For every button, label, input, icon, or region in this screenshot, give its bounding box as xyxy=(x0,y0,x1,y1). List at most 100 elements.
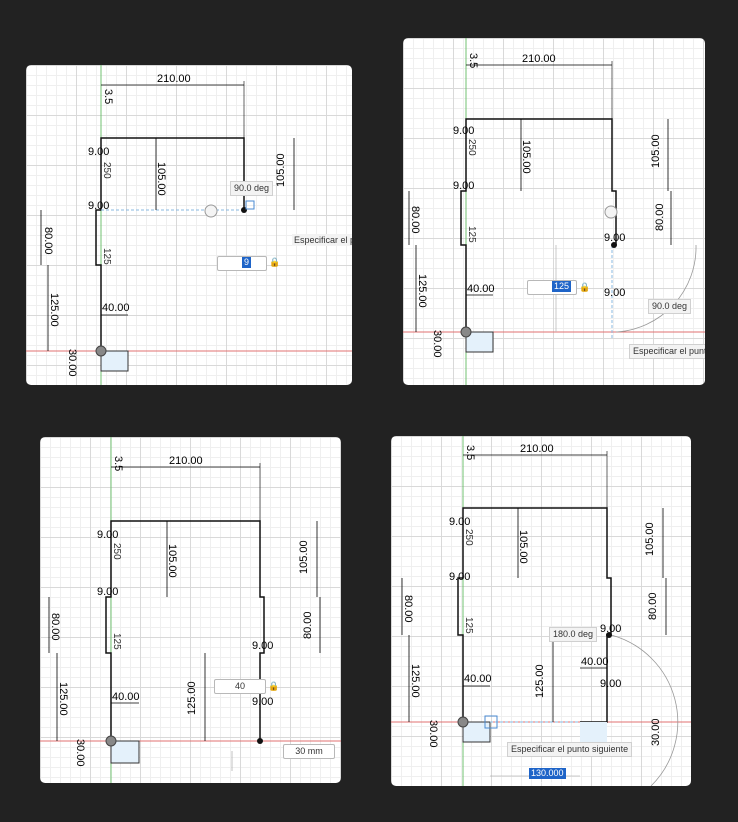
dim-105-left: 105.00 xyxy=(155,162,167,196)
dim-3-5: 3.5 xyxy=(112,456,124,471)
lock-icon[interactable]: 🔒 xyxy=(579,282,591,292)
dim-105-right: 105.00 xyxy=(650,134,662,168)
dim-40-left: 40.00 xyxy=(464,673,492,685)
dim-9-top: 9.00 xyxy=(88,146,109,158)
dim-80: 80.00 xyxy=(42,227,54,255)
dim-9-top: 9.00 xyxy=(97,529,118,541)
dim-40: 40.00 xyxy=(467,283,495,295)
dim-3-5: 3.5 xyxy=(102,89,114,104)
dim-125: 125.00 xyxy=(48,293,60,327)
dim-30: 30.00 xyxy=(74,739,86,767)
length-input-value[interactable]: 130.000 mm xyxy=(529,768,566,786)
profile-outline xyxy=(460,118,617,332)
dim-80-right: 80.00 xyxy=(302,611,314,639)
dimension-input[interactable]: 9 xyxy=(217,256,267,271)
dim-9-right-b: 9.00 xyxy=(252,696,273,708)
length-input[interactable]: 30 mm xyxy=(283,744,335,759)
profile-outline xyxy=(95,137,245,351)
dim-105-right: 105.00 xyxy=(298,540,310,574)
status-hint: Especificar el punto s xyxy=(629,344,705,359)
dim-3-5: 3.5 xyxy=(464,445,476,460)
constraint-icon xyxy=(604,205,618,219)
dim-40-right: 40.00 xyxy=(581,656,609,668)
profile-outline xyxy=(105,520,265,741)
dimension-input-value[interactable]: 125 xyxy=(552,281,572,292)
dim-210: 210.00 xyxy=(522,53,556,65)
sketch-viewport-4[interactable]: 210.00 3.5 105.00 105.00 9.00 9.00 250 1… xyxy=(391,436,691,786)
base-rect-profile xyxy=(100,350,129,372)
dimension-input[interactable]: 125 xyxy=(527,280,577,295)
dim-125-small: 125 xyxy=(101,248,112,265)
lock-icon[interactable]: 🔒 xyxy=(269,257,281,267)
dim-105-left: 105.00 xyxy=(520,140,532,174)
dim-3-5: 3.5 xyxy=(467,53,479,68)
dim-40: 40.00 xyxy=(112,691,140,703)
origin-point xyxy=(460,326,472,338)
dim-125-small: 125 xyxy=(463,617,474,634)
length-input[interactable]: 130.000 mm xyxy=(507,768,566,786)
dim-105-right: 105.00 xyxy=(275,153,287,187)
dim-105-left: 105.00 xyxy=(517,530,529,564)
dim-9-right-b: 9.00 xyxy=(604,287,625,299)
dim-9-mid: 9.00 xyxy=(88,200,109,212)
angle-arc xyxy=(615,244,697,333)
angle-tooltip: 90.0 deg xyxy=(648,299,692,314)
origin-point xyxy=(95,345,107,357)
dim-40: 40.00 xyxy=(102,302,130,314)
dim-250: 250 xyxy=(111,543,122,560)
dim-9-right-b: 9.00 xyxy=(600,678,621,690)
dimension-input-value[interactable]: 9 xyxy=(242,257,252,268)
dim-210: 210.00 xyxy=(169,455,203,467)
sketch-point xyxy=(611,242,617,248)
dim-9-top: 9.00 xyxy=(453,125,474,137)
snap-marker xyxy=(484,715,498,729)
sketch-canvas-3[interactable]: 210.00 3.5 105.00 105.00 9.00 9.00 250 1… xyxy=(40,437,341,783)
dim-80-left: 80.00 xyxy=(402,595,414,623)
status-hint: Especificar el punto siguiente xyxy=(507,742,633,757)
dim-250: 250 xyxy=(463,529,474,546)
dim-210: 210.00 xyxy=(520,443,554,455)
status-hint: Especificar el punt xyxy=(292,234,352,246)
dim-125-small: 125 xyxy=(466,226,477,243)
base-rect-profile xyxy=(465,331,494,353)
dim-210: 210.00 xyxy=(157,73,191,85)
dim-125-right: 125.00 xyxy=(186,681,198,715)
dim-125-right: 125.00 xyxy=(534,664,546,698)
dim-80-right: 80.00 xyxy=(654,203,666,231)
sketch-canvas-1[interactable]: 210.00 3.5 105.00 105.00 9.00 9.00 250 1… xyxy=(26,65,352,385)
dimension-input[interactable]: 40 xyxy=(214,679,266,694)
dim-30-right: 30.00 xyxy=(650,718,662,746)
dim-9-right-a: 9.00 xyxy=(600,623,621,635)
origin-point xyxy=(105,735,117,747)
dim-125: 125.00 xyxy=(416,274,428,308)
sketch-canvas-4[interactable]: 210.00 3.5 105.00 105.00 9.00 9.00 250 1… xyxy=(391,436,691,786)
dim-9-top: 9.00 xyxy=(449,516,470,528)
dim-9-mid: 9.00 xyxy=(97,586,118,598)
dim-125-left: 125.00 xyxy=(409,664,421,698)
base-rect-profile xyxy=(110,740,140,764)
dim-105-left: 105.00 xyxy=(166,544,178,578)
dim-9-mid: 9.00 xyxy=(449,571,470,583)
dim-80-right: 80.00 xyxy=(647,592,659,620)
sketch-point xyxy=(257,738,263,744)
dim-30-left: 30.00 xyxy=(427,720,439,748)
sketch-point xyxy=(606,632,612,638)
sketch-viewport-2[interactable]: 210.00 3.5 105.00 105.00 9.00 9.00 250 1… xyxy=(403,38,705,385)
dim-9-mid: 9.00 xyxy=(453,180,474,192)
snap-marker xyxy=(245,200,255,210)
sketch-viewport-1[interactable]: 210.00 3.5 105.00 105.00 9.00 9.00 250 1… xyxy=(26,65,352,385)
angle-tooltip: 180.0 deg xyxy=(549,627,598,642)
dim-105-right: 105.00 xyxy=(644,522,656,556)
dim-30: 30.00 xyxy=(431,330,443,358)
dim-30: 30.00 xyxy=(66,349,78,377)
origin-point xyxy=(457,716,469,728)
constraint-icon xyxy=(204,204,218,218)
dim-125-left: 125.00 xyxy=(57,682,69,716)
sketch-viewport-3[interactable]: 210.00 3.5 105.00 105.00 9.00 9.00 250 1… xyxy=(40,437,341,783)
sketch-canvas-2[interactable]: 210.00 3.5 105.00 105.00 9.00 9.00 250 1… xyxy=(403,38,705,385)
dim-9-right-a: 9.00 xyxy=(252,640,273,652)
base-rect-profile xyxy=(462,721,491,743)
dim-9-right-a: 9.00 xyxy=(604,232,625,244)
dim-80-left: 80.00 xyxy=(49,613,61,641)
lock-icon[interactable]: 🔒 xyxy=(268,681,280,691)
